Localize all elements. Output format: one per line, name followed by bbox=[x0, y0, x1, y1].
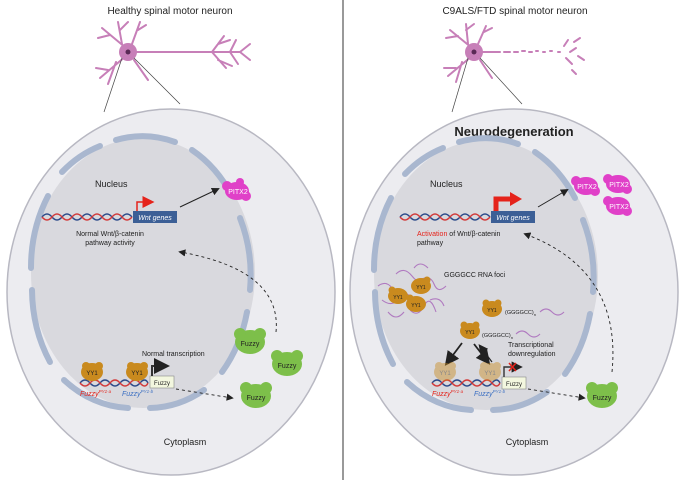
repeat-rna-a bbox=[539, 308, 565, 316]
fuzzy-protein-1: Fuzzy bbox=[234, 328, 266, 354]
activation-arrow-icon bbox=[510, 192, 522, 206]
feedback-arrow-icon bbox=[178, 249, 277, 333]
nucleus-body bbox=[31, 138, 255, 408]
neuron-nucleus-dot bbox=[125, 49, 131, 55]
pitx2-arrow-icon-c9 bbox=[537, 188, 569, 208]
fuzzy-gene-box-c9 bbox=[501, 376, 527, 390]
fuzzy-gene-label-c9: Fuzzy bbox=[506, 382, 522, 388]
nucleus-body-c9 bbox=[374, 140, 598, 410]
zoom-line-left bbox=[103, 57, 123, 113]
cytoplasm-label-c9: Cytoplasm bbox=[506, 437, 549, 447]
zoom-line-left-c9 bbox=[451, 57, 469, 113]
right-panel: C9ALS/FTD spinal motor neuron Neurodegen… bbox=[349, 6, 679, 476]
pathway-label-1: Normal Wnt/β-catenin bbox=[76, 231, 144, 238]
pathway-label-c9: pathway bbox=[417, 240, 444, 247]
fuzzy-label-2: Fuzzy bbox=[278, 363, 297, 370]
activation-label: Activation of Wnt/β-catenin bbox=[417, 231, 501, 238]
yy1-foci-label-c: YY1 bbox=[411, 303, 421, 309]
normal-transcription-arrow-icon bbox=[151, 358, 170, 376]
yy1-repeat-b: YY1 bbox=[460, 321, 480, 339]
downregulation-label-1: Transcriptional bbox=[508, 342, 554, 349]
fuzzy-allele-b: FuzzyPY1-b bbox=[122, 389, 154, 398]
yy1-repeat-a: YY1 bbox=[482, 299, 502, 317]
fuzzy-protein-3: Fuzzy bbox=[240, 382, 272, 408]
wnt-genes-box bbox=[133, 211, 177, 223]
repeat-rna-b bbox=[515, 330, 541, 338]
nuclear-envelope-c9 bbox=[370, 135, 597, 413]
nucleus-label-c9: Nucleus bbox=[430, 179, 463, 189]
right-title: C9ALS/FTD spinal motor neuron bbox=[442, 6, 587, 17]
downregulation-label-2: downregulation bbox=[508, 351, 556, 358]
healthy-neuron bbox=[95, 21, 251, 85]
pitx2-label-c9-b: PITX2 bbox=[609, 182, 629, 189]
fuzzy-label-c9: Fuzzy bbox=[593, 395, 612, 402]
wnt-genes-label-c9: Wnt genes bbox=[496, 215, 530, 222]
dna-helix-c9 bbox=[399, 213, 491, 221]
fuzzy-protein-2: Fuzzy bbox=[271, 350, 303, 376]
yy1-foci-c: YY1 bbox=[406, 294, 426, 312]
wnt-genes-label: Wnt genes bbox=[138, 215, 172, 222]
fuzzy-allele-a: FuzzyPY1-a bbox=[80, 389, 112, 398]
zoom-line-right bbox=[133, 57, 181, 105]
dna-helix bbox=[41, 213, 133, 221]
yy1-faded-a: YY1 bbox=[434, 362, 456, 381]
left-title: Healthy spinal motor neuron bbox=[107, 6, 232, 17]
yy1-foci-a: YY1 bbox=[388, 286, 408, 304]
fuzzy-label-3: Fuzzy bbox=[247, 395, 266, 402]
left-panel: Healthy spinal motor neuron Nucleus bbox=[6, 6, 336, 476]
pitx2-protein-c9-c: PITX2 bbox=[603, 196, 632, 216]
neuron-nucleus-dot-c9 bbox=[471, 49, 477, 55]
activation-arrow-stem bbox=[493, 196, 512, 211]
yy1-repeat-label-a: YY1 bbox=[487, 308, 497, 314]
lower-dna-c9 bbox=[431, 379, 501, 387]
yy1-label-b: YY1 bbox=[131, 371, 143, 377]
yy1-faded-b: YY1 bbox=[479, 362, 501, 381]
transcription-arrow-icon bbox=[136, 196, 155, 211]
yy1-protein-right: YY1 bbox=[126, 362, 148, 381]
wnt-genes-box-c9 bbox=[491, 211, 535, 223]
yy1-repeat-label-b: YY1 bbox=[465, 330, 475, 336]
zoom-line-right-c9 bbox=[479, 57, 523, 105]
pitx2-protein: PITX2 bbox=[222, 178, 251, 201]
yy1-label-a: YY1 bbox=[86, 371, 98, 377]
pitx2-label-c9-a: PITX2 bbox=[577, 184, 597, 191]
fuzzy-gene-box bbox=[149, 375, 175, 389]
fuzzy-label-1: Fuzzy bbox=[241, 341, 260, 348]
sequestration-arrow-icon-a bbox=[444, 342, 463, 366]
fuzzy-gene-label: Fuzzy bbox=[154, 381, 170, 387]
pitx2-label-c9-c: PITX2 bbox=[609, 204, 629, 211]
yy1-foci-label-a: YY1 bbox=[393, 295, 403, 301]
yy1-protein-left: YY1 bbox=[81, 362, 103, 381]
repeat-label-a: (GGGGCC)n bbox=[505, 310, 536, 317]
normal-transcription-label: Normal transcription bbox=[142, 351, 205, 358]
rna-foci-label: GGGGCC RNA foci bbox=[444, 272, 506, 279]
lower-dna bbox=[79, 379, 149, 387]
yy1-foci-b: YY1 bbox=[411, 276, 431, 294]
degenerating-neuron bbox=[443, 23, 585, 83]
blocked-transcription-arrow-icon bbox=[503, 361, 523, 377]
fuzzy-protein-c9: Fuzzy bbox=[586, 382, 618, 408]
sequestration-arrow-icon-c bbox=[478, 344, 493, 363]
repeat-label-b: (GGGGCC)n bbox=[482, 333, 513, 340]
yy1-faded-label-a: YY1 bbox=[439, 371, 451, 377]
cytoplasm-label: Cytoplasm bbox=[164, 437, 207, 447]
pitx2-protein-c9-b: PITX2 bbox=[603, 174, 632, 194]
nucleus-label: Nucleus bbox=[95, 179, 128, 189]
pitx2-label: PITX2 bbox=[228, 189, 248, 196]
fuzzy-allele-b-c9: FuzzyPY1-b bbox=[474, 389, 506, 398]
pitx2-protein-c9-a: PITX2 bbox=[571, 176, 600, 196]
pitx2-arrow-icon bbox=[179, 187, 220, 208]
yy1-faded-label-b: YY1 bbox=[484, 371, 496, 377]
blocked-x-icon bbox=[508, 362, 517, 372]
yy1-foci-label-b: YY1 bbox=[416, 285, 426, 291]
fuzzy-allele-a-c9: FuzzyPY1-a bbox=[432, 389, 464, 398]
pathway-label-2: pathway activity bbox=[85, 240, 135, 247]
